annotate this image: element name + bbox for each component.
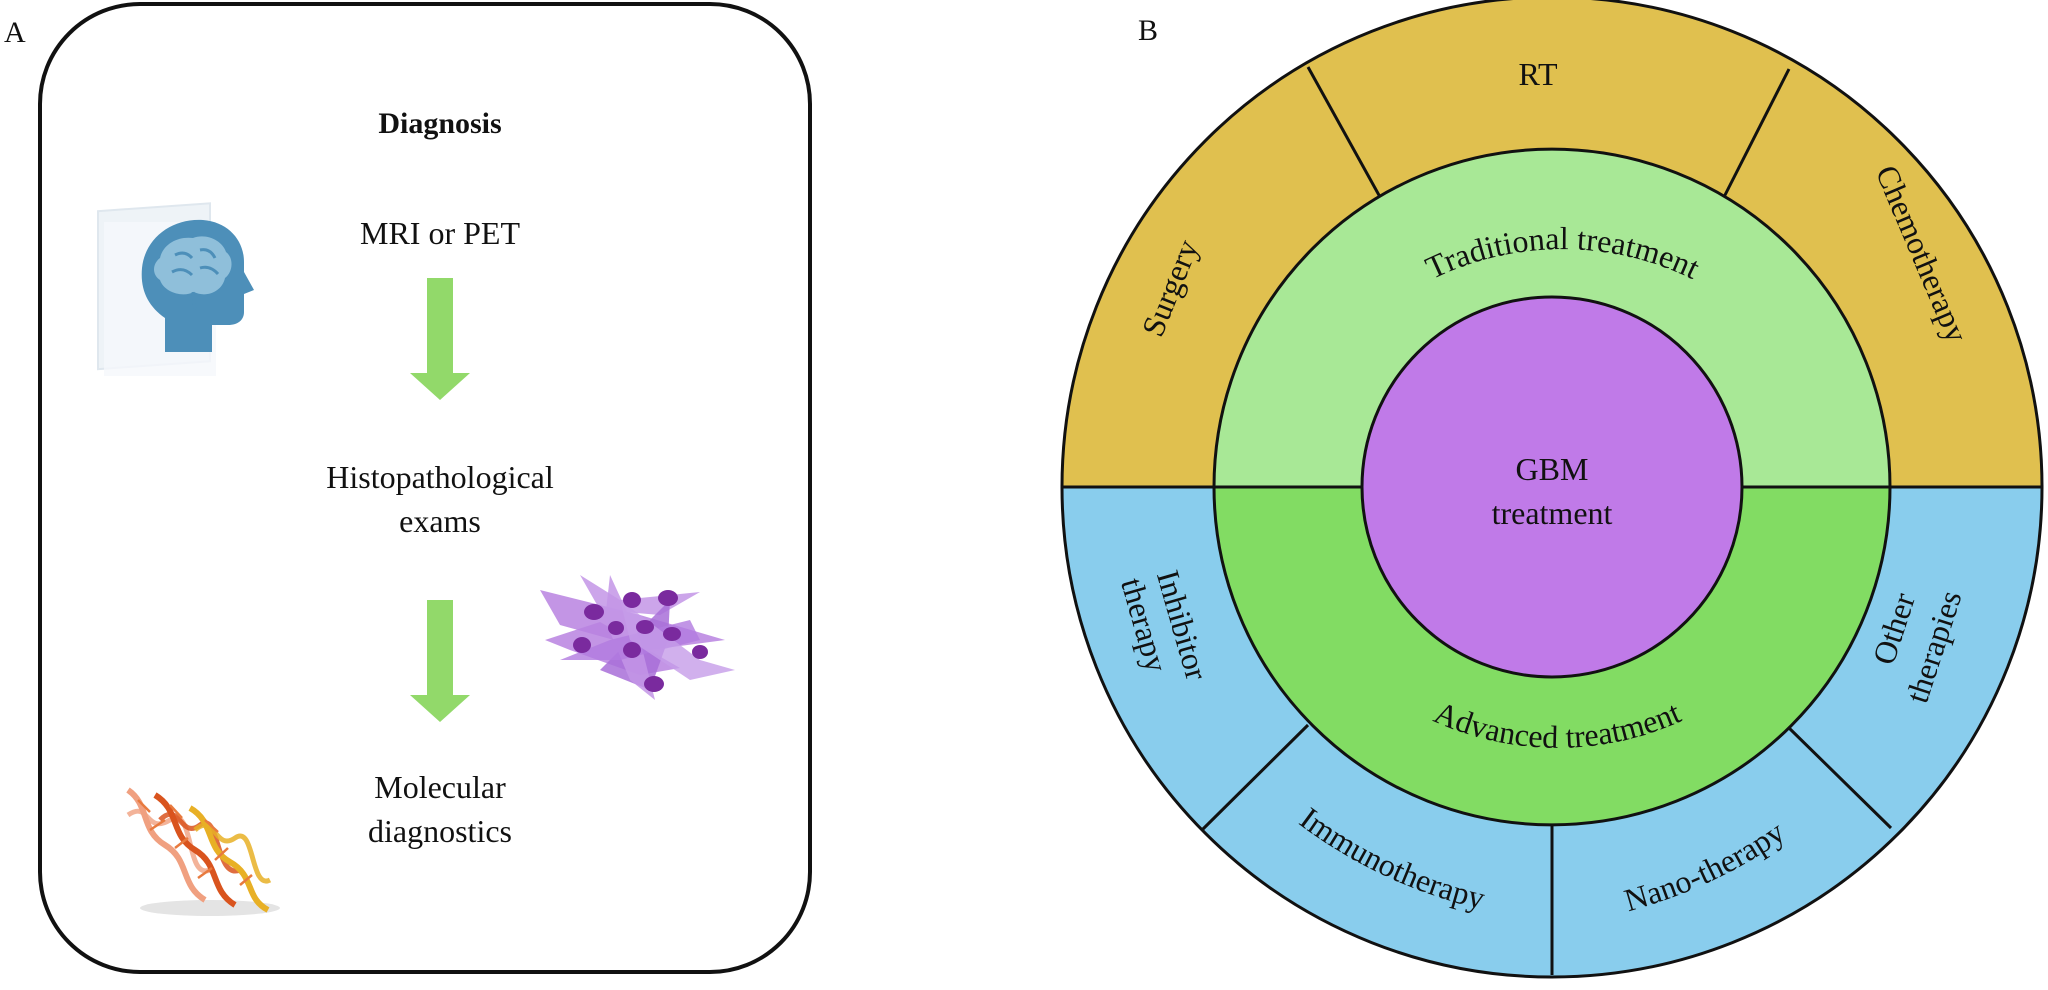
diagnosis-title: Diagnosis: [378, 107, 501, 140]
center-label-line2: treatment: [1492, 495, 1613, 531]
outer-ring-dividers: [1201, 66, 1893, 975]
dna-icon: [126, 787, 280, 916]
center-label-line1: GBM: [1516, 451, 1589, 487]
step-histopath-line2: exams: [399, 503, 481, 539]
arrow-down-icon: [410, 600, 470, 722]
brain-head-icon: [97, 202, 254, 376]
step-molecular-line1: Molecular: [374, 769, 506, 805]
center-circle: [1360, 295, 1744, 679]
panel-a-letter: A: [4, 16, 26, 49]
step-mri-pet: MRI or PET: [360, 215, 520, 251]
step-histopath-line1: Histopathological: [326, 459, 554, 495]
outer-label-rt: RT: [1519, 56, 1558, 92]
panel-b-letter: B: [1138, 14, 1158, 47]
step-molecular-line2: diagnostics: [368, 813, 512, 849]
arrow-down-icon: [410, 278, 470, 400]
cells-icon: [540, 575, 735, 700]
